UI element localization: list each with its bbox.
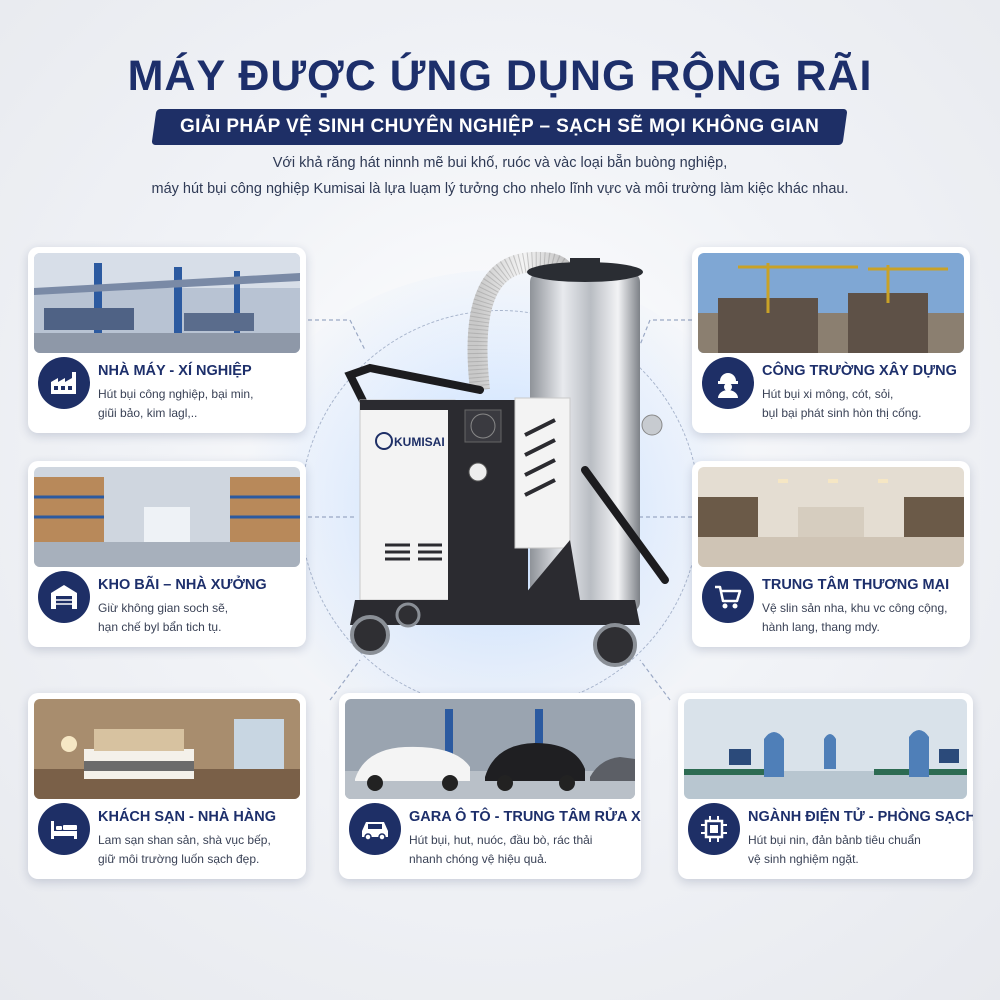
electronics-photo xyxy=(684,699,967,799)
card-desc: Giừ không gian soch sẽ,hạn chế byl bẩn t… xyxy=(98,601,229,634)
warehouse-icon xyxy=(38,571,90,623)
card-title: NGÀNH ĐIỆN TỬ - PHÒNG SẠCH xyxy=(748,809,973,825)
card-construction: CÔNG TRƯỜNG XÂY DỰNG Hút bụi xi mông, có… xyxy=(692,247,970,433)
chip-icon xyxy=(688,803,740,855)
mall-photo xyxy=(698,467,964,567)
card-desc: Lam sạn shan sản, shà vục bếp,giữ môi tr… xyxy=(98,833,271,866)
intro-line-2: máy hút bụi công nghiệp Kumisai là lựa l… xyxy=(151,181,849,197)
garage-photo xyxy=(345,699,635,799)
card-title: NHÀ MÁY - XÍ NGHIỆP xyxy=(98,363,252,379)
card-warehouse: KHO BÃI – NHÀ XƯỞNG Giừ không gian soch … xyxy=(28,461,306,647)
card-electronics: NGÀNH ĐIỆN TỬ - PHÒNG SẠCH Hút bụi nin, … xyxy=(678,693,973,879)
card-title: KHO BÃI – NHÀ XƯỞNG xyxy=(98,577,267,593)
card-factory: NHÀ MÁY - XÍ NGHIỆP Hút bụi công nghiệp,… xyxy=(28,247,306,433)
machine-brand-label: KUMISAI xyxy=(394,435,445,449)
warehouse-photo xyxy=(34,467,300,567)
card-desc: Vệ slin sản nha, khu vc công cộng,hành l… xyxy=(762,601,948,634)
bed-icon xyxy=(38,803,90,855)
card-title: GARA Ô TÔ - TRUNG TÂM RỬA XE xyxy=(409,809,641,825)
intro-line-1: Với khả răng hát ninnh mẽ bui khố, ruóc … xyxy=(272,155,728,171)
hotel-photo xyxy=(34,699,300,799)
construction-photo xyxy=(698,253,964,353)
card-desc: Hút bụi công nghiệp, bại min,giũi bảo, k… xyxy=(98,387,254,420)
cart-icon xyxy=(702,571,754,623)
card-mall: TRUNG TÂM THƯƠNG MẠI Vệ slin sản nha, kh… xyxy=(692,461,970,647)
vacuum-machine-image: KUMISAI xyxy=(344,251,669,667)
worker-icon xyxy=(702,357,754,409)
card-desc: Hút bụi xi mông, cót, sỏi,bụl bại phát s… xyxy=(762,387,922,420)
factory-photo xyxy=(34,253,300,353)
card-title: KHÁCH SẠN - NHÀ HÀNG xyxy=(98,809,277,825)
card-title: CÔNG TRƯỜNG XÂY DỰNG xyxy=(762,363,957,379)
factory-icon xyxy=(38,357,90,409)
car-icon xyxy=(349,803,401,855)
page-title: MÁY ĐƯỢC ỨNG DỤNG RỘNG RÃI xyxy=(127,52,873,100)
intro-text: Với khả răng hát ninnh mẽ bui khố, ruóc … xyxy=(100,150,900,202)
card-garage: GARA Ô TÔ - TRUNG TÂM RỬA XE Hút bụi, hu… xyxy=(339,693,641,879)
card-hotel: KHÁCH SẠN - NHÀ HÀNG Lam sạn shan sản, s… xyxy=(28,693,306,879)
card-title: TRUNG TÂM THƯƠNG MẠI xyxy=(762,577,950,593)
